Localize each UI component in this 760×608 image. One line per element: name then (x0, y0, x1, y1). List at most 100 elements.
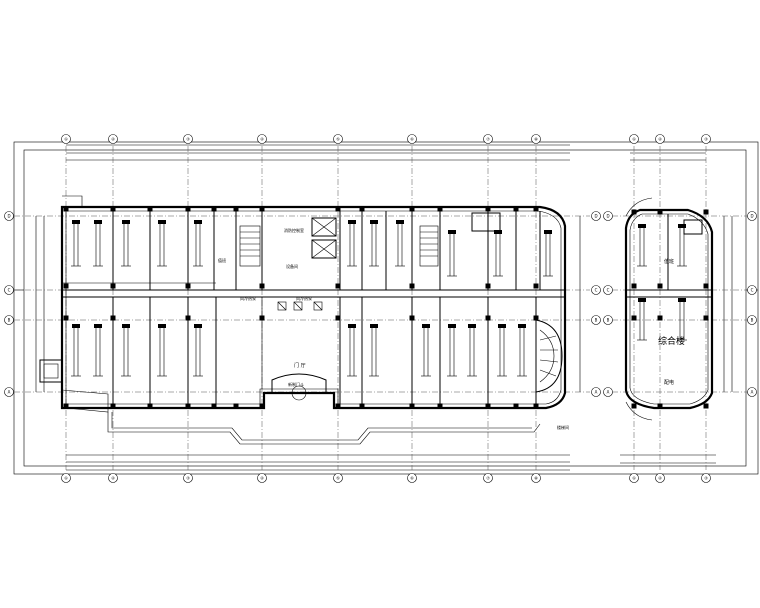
fan-coil-unit (347, 324, 357, 377)
column (211, 206, 217, 212)
column (185, 403, 191, 409)
column (259, 206, 265, 212)
column (533, 206, 539, 212)
label-entrance: 新制门斗 (288, 381, 304, 387)
fan-coil-unit (157, 324, 167, 377)
axis-bubble-top: ⑦ (483, 134, 493, 144)
svg-text:B: B (595, 318, 598, 323)
fan-coil-unit (157, 220, 167, 267)
svg-text:A: A (607, 390, 610, 395)
axis-bubble-top: ② (655, 134, 665, 144)
svg-text:A: A (8, 390, 11, 395)
fan-coil-unit (543, 230, 553, 277)
column (335, 206, 341, 212)
svg-text:D: D (594, 214, 597, 219)
svg-text:⑧: ⑧ (534, 137, 538, 142)
axis-bubble-bottom: ⑤ (333, 473, 343, 483)
axis-bubble-bottom: ③ (701, 473, 711, 483)
axis-bubble-top: ③ (183, 134, 193, 144)
axis-bubble-left: B (4, 315, 14, 325)
svg-text:A: A (751, 390, 754, 395)
main-building (39, 195, 567, 445)
svg-text:①: ① (64, 137, 68, 142)
column (63, 315, 69, 321)
svg-text:B: B (751, 318, 754, 323)
column (110, 315, 116, 321)
svg-text:③: ③ (704, 137, 708, 142)
column (185, 206, 191, 212)
fan-coil-unit (369, 324, 379, 377)
svg-text:②: ② (658, 137, 662, 142)
column (703, 315, 709, 321)
label-ac-left: 风冷热泵 (240, 295, 256, 301)
svg-text:C: C (8, 288, 11, 293)
axis-bubble-right: B (591, 315, 601, 325)
axis-bubble-top: ① (629, 134, 639, 144)
svg-text:⑥: ⑥ (410, 476, 414, 481)
svg-text:①: ① (632, 476, 636, 481)
top-dimension-line (66, 144, 706, 161)
column (185, 283, 191, 289)
axis-bubble-bottom: ② (655, 473, 665, 483)
column (485, 283, 491, 289)
column (409, 315, 415, 321)
svg-text:D: D (7, 214, 10, 219)
room-labels: 门 厅 新制门斗 楼梯间 值班 配电 综合楼 风冷热泵 风冷热泵 消防控制室 值… (218, 227, 685, 430)
column (533, 403, 539, 409)
column (409, 403, 415, 409)
fan-coil-unit (517, 324, 527, 377)
fan-coil-unit (369, 220, 379, 267)
fan-coil-unit (347, 220, 357, 267)
svg-text:③: ③ (186, 137, 190, 142)
svg-text:D: D (750, 214, 753, 219)
fan-coil-unit (421, 324, 431, 377)
axis-bubble-top: ③ (701, 134, 711, 144)
svg-text:C: C (595, 288, 598, 293)
entrance-vestibule (271, 373, 327, 401)
axis-bubble-top: ① (61, 134, 71, 144)
label-equipment-room: 设备间 (286, 263, 298, 269)
column (110, 283, 116, 289)
axis-bubble-right: A (603, 387, 613, 397)
fan-coil-unit (677, 298, 687, 341)
svg-text:⑤: ⑤ (336, 137, 340, 142)
axis-bubble-bottom: ⑥ (407, 473, 417, 483)
structural-columns (63, 206, 709, 409)
column (703, 403, 709, 409)
label-room-north-center: 消防控制室 (284, 227, 304, 233)
axis-bubble-top: ② (108, 134, 118, 144)
column (147, 206, 153, 212)
axis-grid-lines (14, 146, 752, 470)
column (657, 315, 663, 321)
svg-text:⑦: ⑦ (486, 137, 490, 142)
axis-bubble-right: C (603, 285, 613, 295)
column (335, 403, 341, 409)
label-east-stair: 楼梯间 (557, 424, 569, 430)
column (335, 315, 341, 321)
axis-bubble-bottom: ② (108, 473, 118, 483)
fan-coil-unit (493, 230, 503, 277)
stair-east-curved (535, 319, 563, 393)
fan-coil-unit (447, 230, 457, 277)
svg-text:①: ① (632, 137, 636, 142)
side-dimension-line (35, 216, 733, 392)
column (259, 403, 265, 409)
column (703, 283, 709, 289)
fan-coil-unit (193, 324, 203, 377)
column (335, 283, 341, 289)
column (409, 283, 415, 289)
column (233, 403, 239, 409)
fan-coil-unit (497, 324, 507, 377)
column (63, 283, 69, 289)
stair-left (239, 225, 261, 267)
bottom-dimension-line (66, 454, 716, 471)
column (657, 209, 663, 215)
column (631, 283, 637, 289)
fan-coil-unit (71, 220, 81, 267)
fan-coil-unit (637, 224, 647, 267)
column (359, 206, 365, 212)
column (631, 315, 637, 321)
column (437, 206, 443, 212)
axis-bubble-right: B (603, 315, 613, 325)
